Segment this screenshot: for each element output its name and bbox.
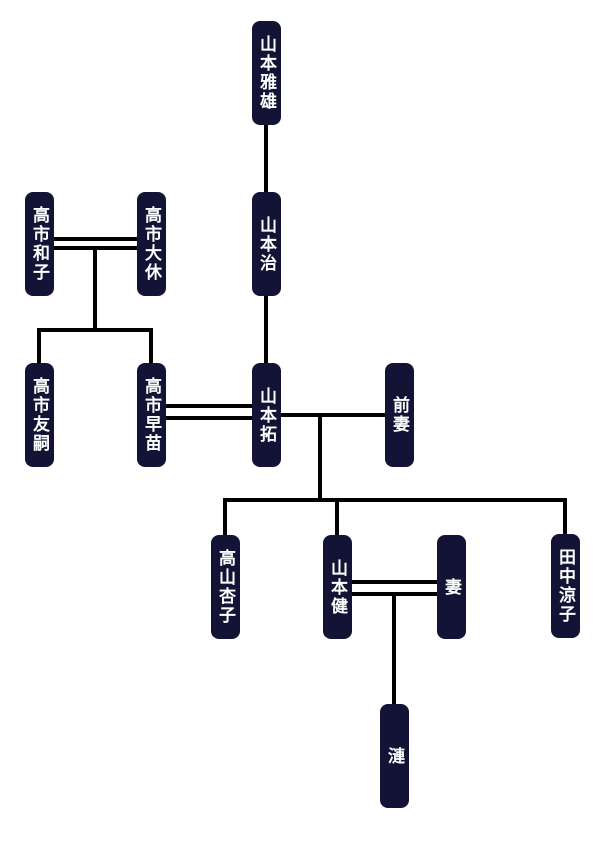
marriage-line-ken-wife-top [349, 580, 441, 584]
marriage-line-sanae-taku-top [160, 404, 256, 408]
node-takaichi-tomotsugu[interactable]: 高市友嗣 [25, 363, 54, 467]
node-yamamoto-taku[interactable]: 山本拓 [252, 363, 281, 467]
node-tanaka-ryoko[interactable]: 田中涼子 [551, 534, 580, 638]
edge-to-ryoko [563, 498, 567, 540]
edge-kazuko-daikyu-descent [93, 246, 97, 332]
edge-to-sanae [149, 328, 153, 368]
marriage-line-sanae-taku-bottom [160, 416, 256, 420]
node-former-wife[interactable]: 前妻 [385, 363, 414, 467]
edge-ken-wife-to-ren [392, 592, 396, 708]
node-yamamoto-osamu[interactable]: 山本治 [252, 192, 281, 296]
node-yamamoto-ken[interactable]: 山本健 [323, 535, 352, 639]
edge-to-ken [335, 498, 339, 540]
edge-to-kyoko [223, 498, 227, 540]
node-yamamoto-masao[interactable]: 山本雅雄 [252, 21, 281, 125]
edge-masao-to-osamu [264, 120, 268, 197]
node-takayama-kyoko[interactable]: 高山杏子 [211, 535, 240, 639]
node-takaichi-kazuko[interactable]: 高市和子 [25, 192, 54, 296]
node-wife[interactable]: 妻 [437, 535, 466, 639]
edge-taku-former-wife-descent [318, 414, 322, 502]
node-takaichi-sanae[interactable]: 高市早苗 [137, 363, 166, 467]
node-ren[interactable]: 漣 [380, 704, 409, 808]
sibling-bar-taku-children [223, 498, 567, 502]
union-line-taku-former-wife [278, 413, 389, 417]
marriage-line-kazuko-daikyu-top [50, 237, 140, 241]
sibling-bar-takaichi-children [37, 328, 153, 332]
node-takaichi-daikyu[interactable]: 高市大休 [137, 192, 166, 296]
edge-osamu-to-taku [264, 290, 268, 368]
edge-to-tomotsugu [37, 328, 41, 368]
